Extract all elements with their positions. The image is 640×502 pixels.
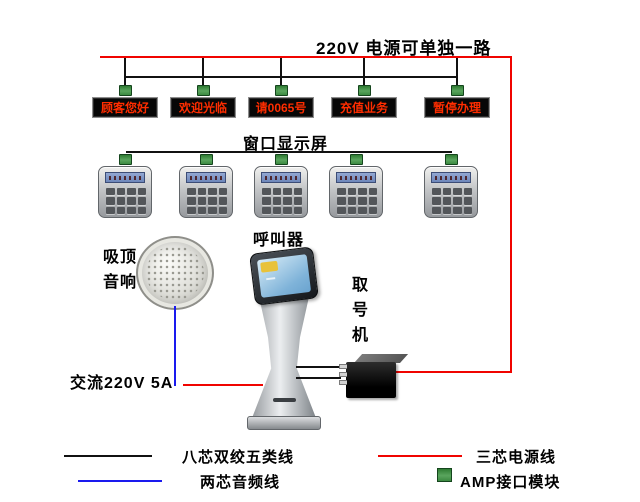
led-display-text: 充值业务 <box>339 100 388 115</box>
caller-label: 呼叫器 <box>253 232 305 249</box>
amp-connector-icon <box>118 154 132 165</box>
display-data-bus-line <box>124 76 458 78</box>
display-drop-line <box>363 57 365 86</box>
window-display-unit: 暂停办理 <box>424 85 490 118</box>
caller-keypad <box>262 188 302 214</box>
amp-module-pins <box>339 364 347 385</box>
kiosk-power-label: 交流220V 5A <box>70 375 174 392</box>
display-drop-line <box>202 57 204 86</box>
kiosk-amp-line <box>296 377 341 379</box>
caller-lcd <box>105 172 145 183</box>
kiosk-power-line <box>183 384 263 386</box>
ticket-kiosk <box>244 246 324 432</box>
amp-module <box>339 352 409 398</box>
caller-device <box>424 166 478 218</box>
legend-cat5-swatch <box>64 455 152 457</box>
amp-connector-icon <box>118 85 132 96</box>
legend-power-label: 三芯电源线 <box>476 449 557 466</box>
led-display: 暂停办理 <box>424 97 490 118</box>
kiosk-ticket-slot <box>273 398 296 402</box>
window-display-unit: 充值业务 <box>331 85 397 118</box>
display-drop-line <box>280 57 282 86</box>
caller-device <box>329 166 383 218</box>
caller-lcd <box>431 172 471 183</box>
caller-keypad <box>432 188 472 214</box>
led-display-text: 请0065号 <box>255 100 307 115</box>
kiosk-screen-content <box>256 254 312 298</box>
amp-connector-icon <box>196 85 210 96</box>
power-bus-line <box>100 56 512 58</box>
caller-device <box>254 166 308 218</box>
amp-connector-icon <box>349 154 363 165</box>
caller-unit <box>424 154 478 218</box>
amp-module-front <box>346 362 396 398</box>
kiosk-screen <box>249 246 319 306</box>
caller-lcd <box>186 172 226 183</box>
ceiling-speaker <box>136 236 214 310</box>
led-display-text: 暂停办理 <box>432 100 481 115</box>
caller-unit <box>254 154 308 218</box>
led-display-text: 顾客您好 <box>100 100 149 115</box>
led-display: 请0065号 <box>248 97 314 118</box>
caller-device <box>98 166 152 218</box>
caller-keypad <box>337 188 377 214</box>
kiosk-amp-line <box>296 366 341 368</box>
kiosk-label: 取号机 <box>352 277 370 344</box>
window-display-unit: 请0065号 <box>248 85 314 118</box>
led-display-text: 欢迎光临 <box>178 100 227 115</box>
amp-connector-icon <box>274 85 288 96</box>
caller-unit <box>98 154 152 218</box>
display-drop-line <box>124 57 126 86</box>
amp-connector-icon <box>444 154 458 165</box>
caller-data-bus-line <box>126 151 452 153</box>
legend-power-swatch <box>378 455 462 457</box>
amp-power-line <box>396 371 512 373</box>
amp-connector-icon <box>450 85 464 96</box>
legend-amp-label: AMP接口模块 <box>460 474 561 491</box>
caller-keypad <box>187 188 227 214</box>
caller-unit <box>329 154 383 218</box>
led-display: 顾客您好 <box>92 97 158 118</box>
amp-connector-icon <box>274 154 288 165</box>
window-display-unit: 顾客您好 <box>92 85 158 118</box>
amp-connector-icon <box>199 154 213 165</box>
amp-connector-icon <box>357 85 371 96</box>
legend-audio-swatch <box>78 480 162 482</box>
legend-audio-label: 两芯音频线 <box>200 474 281 491</box>
led-display: 充值业务 <box>331 97 397 118</box>
legend-cat5-label: 八芯双绞五类线 <box>182 449 295 466</box>
audio-line <box>174 306 176 386</box>
caller-unit <box>179 154 233 218</box>
window-display-label: 窗口显示屏 <box>243 136 329 153</box>
legend-amp-swatch <box>437 468 452 482</box>
led-display: 欢迎光临 <box>170 97 236 118</box>
speaker-label: 吸顶音响 <box>103 249 138 291</box>
display-drop-line <box>456 57 458 86</box>
kiosk-base <box>247 416 321 430</box>
window-display-unit: 欢迎光临 <box>170 85 236 118</box>
caller-lcd <box>336 172 376 183</box>
power-riser-line <box>510 56 512 373</box>
caller-keypad <box>106 188 146 214</box>
power-note-label: 220V 电源可单独一路 <box>316 39 492 58</box>
caller-lcd <box>261 172 301 183</box>
caller-device <box>179 166 233 218</box>
